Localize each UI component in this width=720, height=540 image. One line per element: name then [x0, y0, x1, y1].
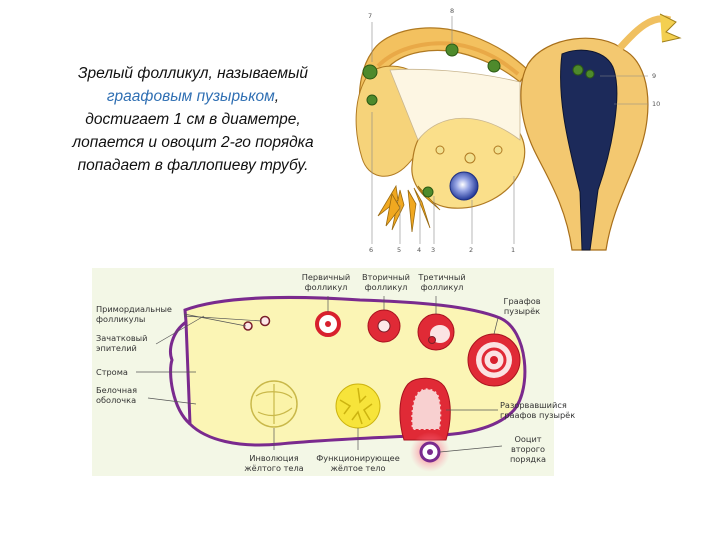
caption-highlight: граафовым пузырьком — [106, 88, 275, 105]
num-4: 4 — [417, 246, 421, 254]
caption-line-1: Зрелый фолликул, называемый — [78, 65, 308, 82]
ovary-follicle-d — [493, 145, 503, 155]
secondary-follicle-oocyte — [377, 319, 391, 333]
reproductive-organs-illustration: 7 8 9 10 6 5 4 3 2 1 — [355, 7, 682, 254]
tube-lumen — [376, 41, 520, 76]
num-9: 9 — [652, 72, 656, 80]
pointer-lines — [136, 296, 503, 453]
ovary-follicle-a — [422, 186, 434, 198]
ovary-follicle-c — [464, 152, 476, 164]
num-1: 1 — [511, 246, 515, 254]
tertiary-follicle-oocyte — [428, 336, 436, 344]
num-10: 10 — [652, 100, 660, 108]
caption: Зрелый фолликул, называемый граафовым пу… — [28, 62, 358, 177]
graafian-follicle-ring — [481, 347, 507, 373]
caption-line-5: попадает в фаллопиеву трубу. — [77, 157, 309, 174]
involution-scar — [255, 384, 293, 424]
tube-follicle-4 — [366, 94, 378, 106]
uterus-cavity — [560, 49, 618, 251]
ovary-follicle-graafian — [449, 171, 479, 201]
fimbriae — [377, 184, 441, 233]
secondary-oocyte-nucleus — [427, 449, 433, 455]
caption-line-2: граафовым пузырьком, — [28, 85, 358, 108]
tube-follicle-1 — [362, 64, 378, 80]
num-2: 2 — [469, 246, 473, 254]
ovary-follicle-b — [435, 145, 445, 155]
tube-follicle-3 — [487, 59, 501, 73]
tube-follicle-2 — [445, 43, 459, 57]
caption-line-3: достигает 1 см в диаметре, — [85, 111, 301, 128]
broad-ligament — [389, 68, 521, 141]
ovary-hilum — [169, 320, 192, 426]
corpus-luteum-folds — [339, 387, 373, 425]
num-5: 5 — [397, 246, 401, 254]
num-8: 8 — [450, 7, 454, 15]
caption-line-2-rest: , — [274, 88, 280, 105]
num-3: 3 — [431, 246, 435, 254]
caption-line-4: лопается и овоцит 2-го порядка — [72, 134, 314, 151]
uterus-follicle-2 — [585, 69, 595, 79]
graafian-follicle-oocyte — [490, 356, 498, 364]
ruptured-follicle-inner — [410, 387, 443, 431]
num-7: 7 — [368, 12, 372, 20]
primary-follicle-oocyte — [325, 321, 331, 327]
num-6: 6 — [369, 246, 373, 254]
uterus-follicle-1 — [572, 64, 584, 76]
label-stroma: Строма — [96, 367, 128, 377]
primordial-follicle-1 — [243, 321, 253, 331]
leader-lines — [371, 16, 648, 244]
fimbriae-right — [659, 13, 682, 43]
